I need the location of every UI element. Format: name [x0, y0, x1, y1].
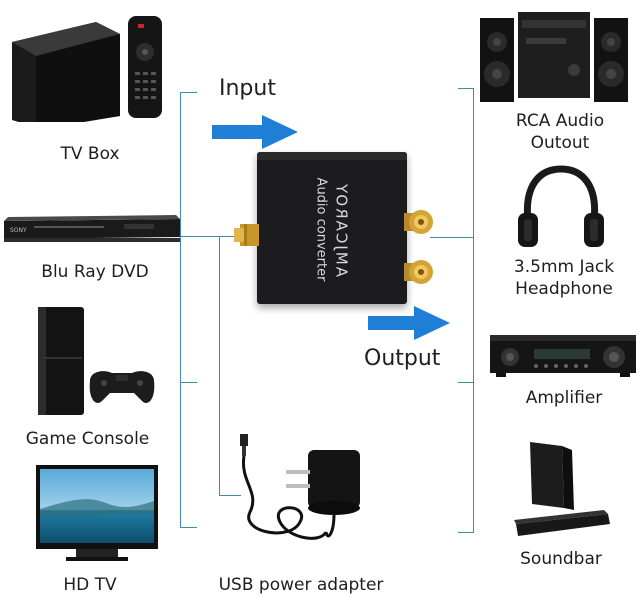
rca-port-bottom — [404, 257, 434, 287]
device-name-text: Audio converter — [313, 177, 329, 281]
soundbar-icon — [512, 440, 612, 542]
stereo-speakers-icon — [478, 10, 628, 102]
input-connector-4 — [180, 527, 197, 528]
power-line-horizontal — [219, 495, 241, 496]
output-arrow-icon — [368, 306, 452, 340]
dvd-player-icon: SONY — [4, 215, 180, 245]
tv-box-icon — [8, 12, 168, 130]
output-connector-2 — [430, 237, 474, 238]
rca-port-top — [404, 207, 434, 237]
input-label-tv-box: TV Box — [60, 144, 120, 164]
output-label-rca: RCA Audio Outout — [515, 111, 605, 153]
input-title: Input — [219, 76, 276, 101]
device-brand-text: AMJCAROY — [332, 181, 351, 277]
svg-text:SONY: SONY — [10, 227, 27, 234]
output-bus-line — [473, 88, 474, 533]
output-label-amplifier: Amplifier — [525, 388, 603, 408]
input-label-blu-ray: Blu Ray DVD — [41, 262, 149, 282]
amplifier-icon — [490, 335, 636, 377]
audio-converter-device: AMJCAROY Audio converter — [257, 152, 407, 304]
input-label-hd-tv: HD TV — [63, 575, 117, 595]
output-title: Output — [364, 346, 441, 371]
headphones-icon — [516, 165, 606, 251]
power-line-vertical — [219, 236, 220, 496]
input-connector-2 — [180, 236, 235, 237]
hd-tv-icon — [36, 465, 158, 563]
output-label-soundbar: Soundbar — [520, 549, 602, 569]
output-label-headphone: 3.5mm Jack Headphone — [513, 257, 615, 299]
input-label-game-console: Game Console — [25, 429, 150, 449]
input-arrow-icon — [212, 115, 300, 149]
input-bus-line — [180, 92, 181, 528]
usb-power-adapter-icon — [230, 432, 370, 564]
input-connector-1 — [180, 92, 197, 93]
output-connector-3 — [458, 382, 474, 383]
output-connector-1 — [458, 88, 474, 89]
game-console-icon — [32, 305, 162, 415]
output-connector-4 — [458, 532, 474, 533]
input-connector-3 — [180, 382, 197, 383]
optical-input-port — [232, 222, 259, 248]
power-adapter-label: USB power adapter — [218, 575, 384, 595]
